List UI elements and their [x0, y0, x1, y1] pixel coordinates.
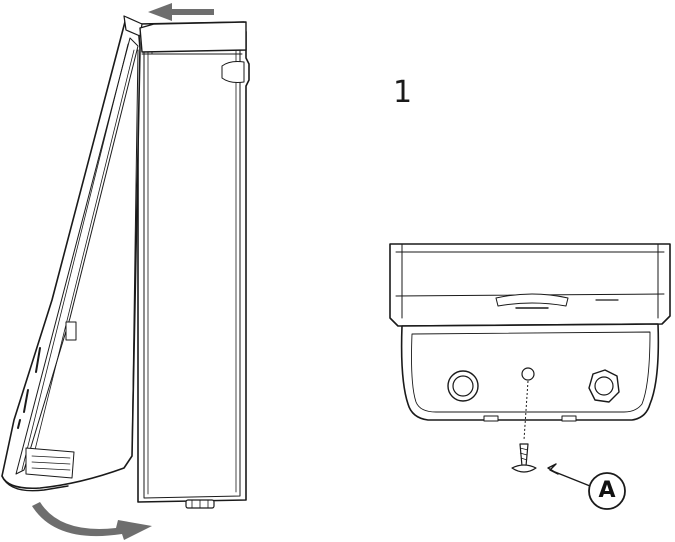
- step-number: 1: [393, 75, 413, 110]
- alignment-line: [523, 380, 529, 441]
- screw-icon: [511, 443, 537, 473]
- cable-gland-left: [447, 370, 479, 402]
- callout-label-a: A: [598, 478, 616, 503]
- callout-arrow-icon: [547, 463, 591, 487]
- cable-gland-right: [588, 369, 620, 403]
- rotate-top-arrow-icon: [148, 3, 214, 21]
- housing-top-cap: [139, 21, 247, 53]
- housing-body: [137, 21, 250, 509]
- bottom-view-device: [389, 243, 671, 422]
- front-cover: [1, 15, 143, 492]
- bezel-band: [389, 243, 671, 327]
- rotate-bottom-arrow-icon: [32, 502, 152, 540]
- side-view-device: [1, 15, 250, 509]
- screw-hole: [521, 367, 535, 381]
- callout-circle: [588, 472, 626, 510]
